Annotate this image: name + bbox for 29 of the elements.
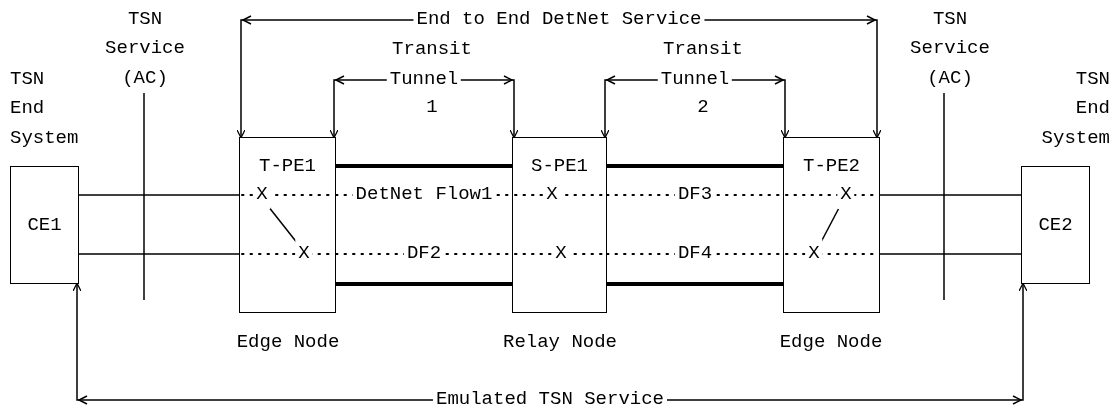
node-caption: TSN End System	[10, 67, 80, 151]
node-label: CE2	[1037, 213, 1074, 238]
node-label: T-PE1	[258, 154, 317, 179]
connector-line	[78, 194, 240, 196]
node-box	[1021, 166, 1090, 284]
node-caption: Relay Node	[502, 330, 618, 355]
text-label: 2	[697, 95, 709, 120]
connector-line	[78, 253, 240, 255]
tunnel-line	[607, 164, 783, 168]
node-box	[10, 166, 79, 284]
tunnel-line	[336, 282, 512, 286]
node-caption: Edge Node	[778, 330, 884, 355]
node-box	[239, 137, 336, 313]
tunnel-line	[336, 164, 512, 168]
connector-line	[879, 253, 1022, 255]
node-caption: TSN End System	[1040, 67, 1110, 151]
node-label: CE1	[26, 213, 63, 238]
text-label: Transit	[392, 37, 472, 62]
text-label: TSN Service (AC)	[909, 7, 991, 91]
text-label: TSN Service (AC)	[104, 7, 186, 91]
node-box	[783, 137, 880, 313]
tunnel-line	[607, 282, 783, 286]
connector-line	[879, 194, 1022, 196]
node-label: S-PE1	[530, 154, 589, 179]
text-label: 1	[426, 95, 438, 120]
node-label: T-PE2	[802, 154, 861, 179]
text-label: Transit	[663, 37, 743, 62]
node-caption: Edge Node	[235, 330, 341, 355]
node-box	[512, 137, 607, 313]
